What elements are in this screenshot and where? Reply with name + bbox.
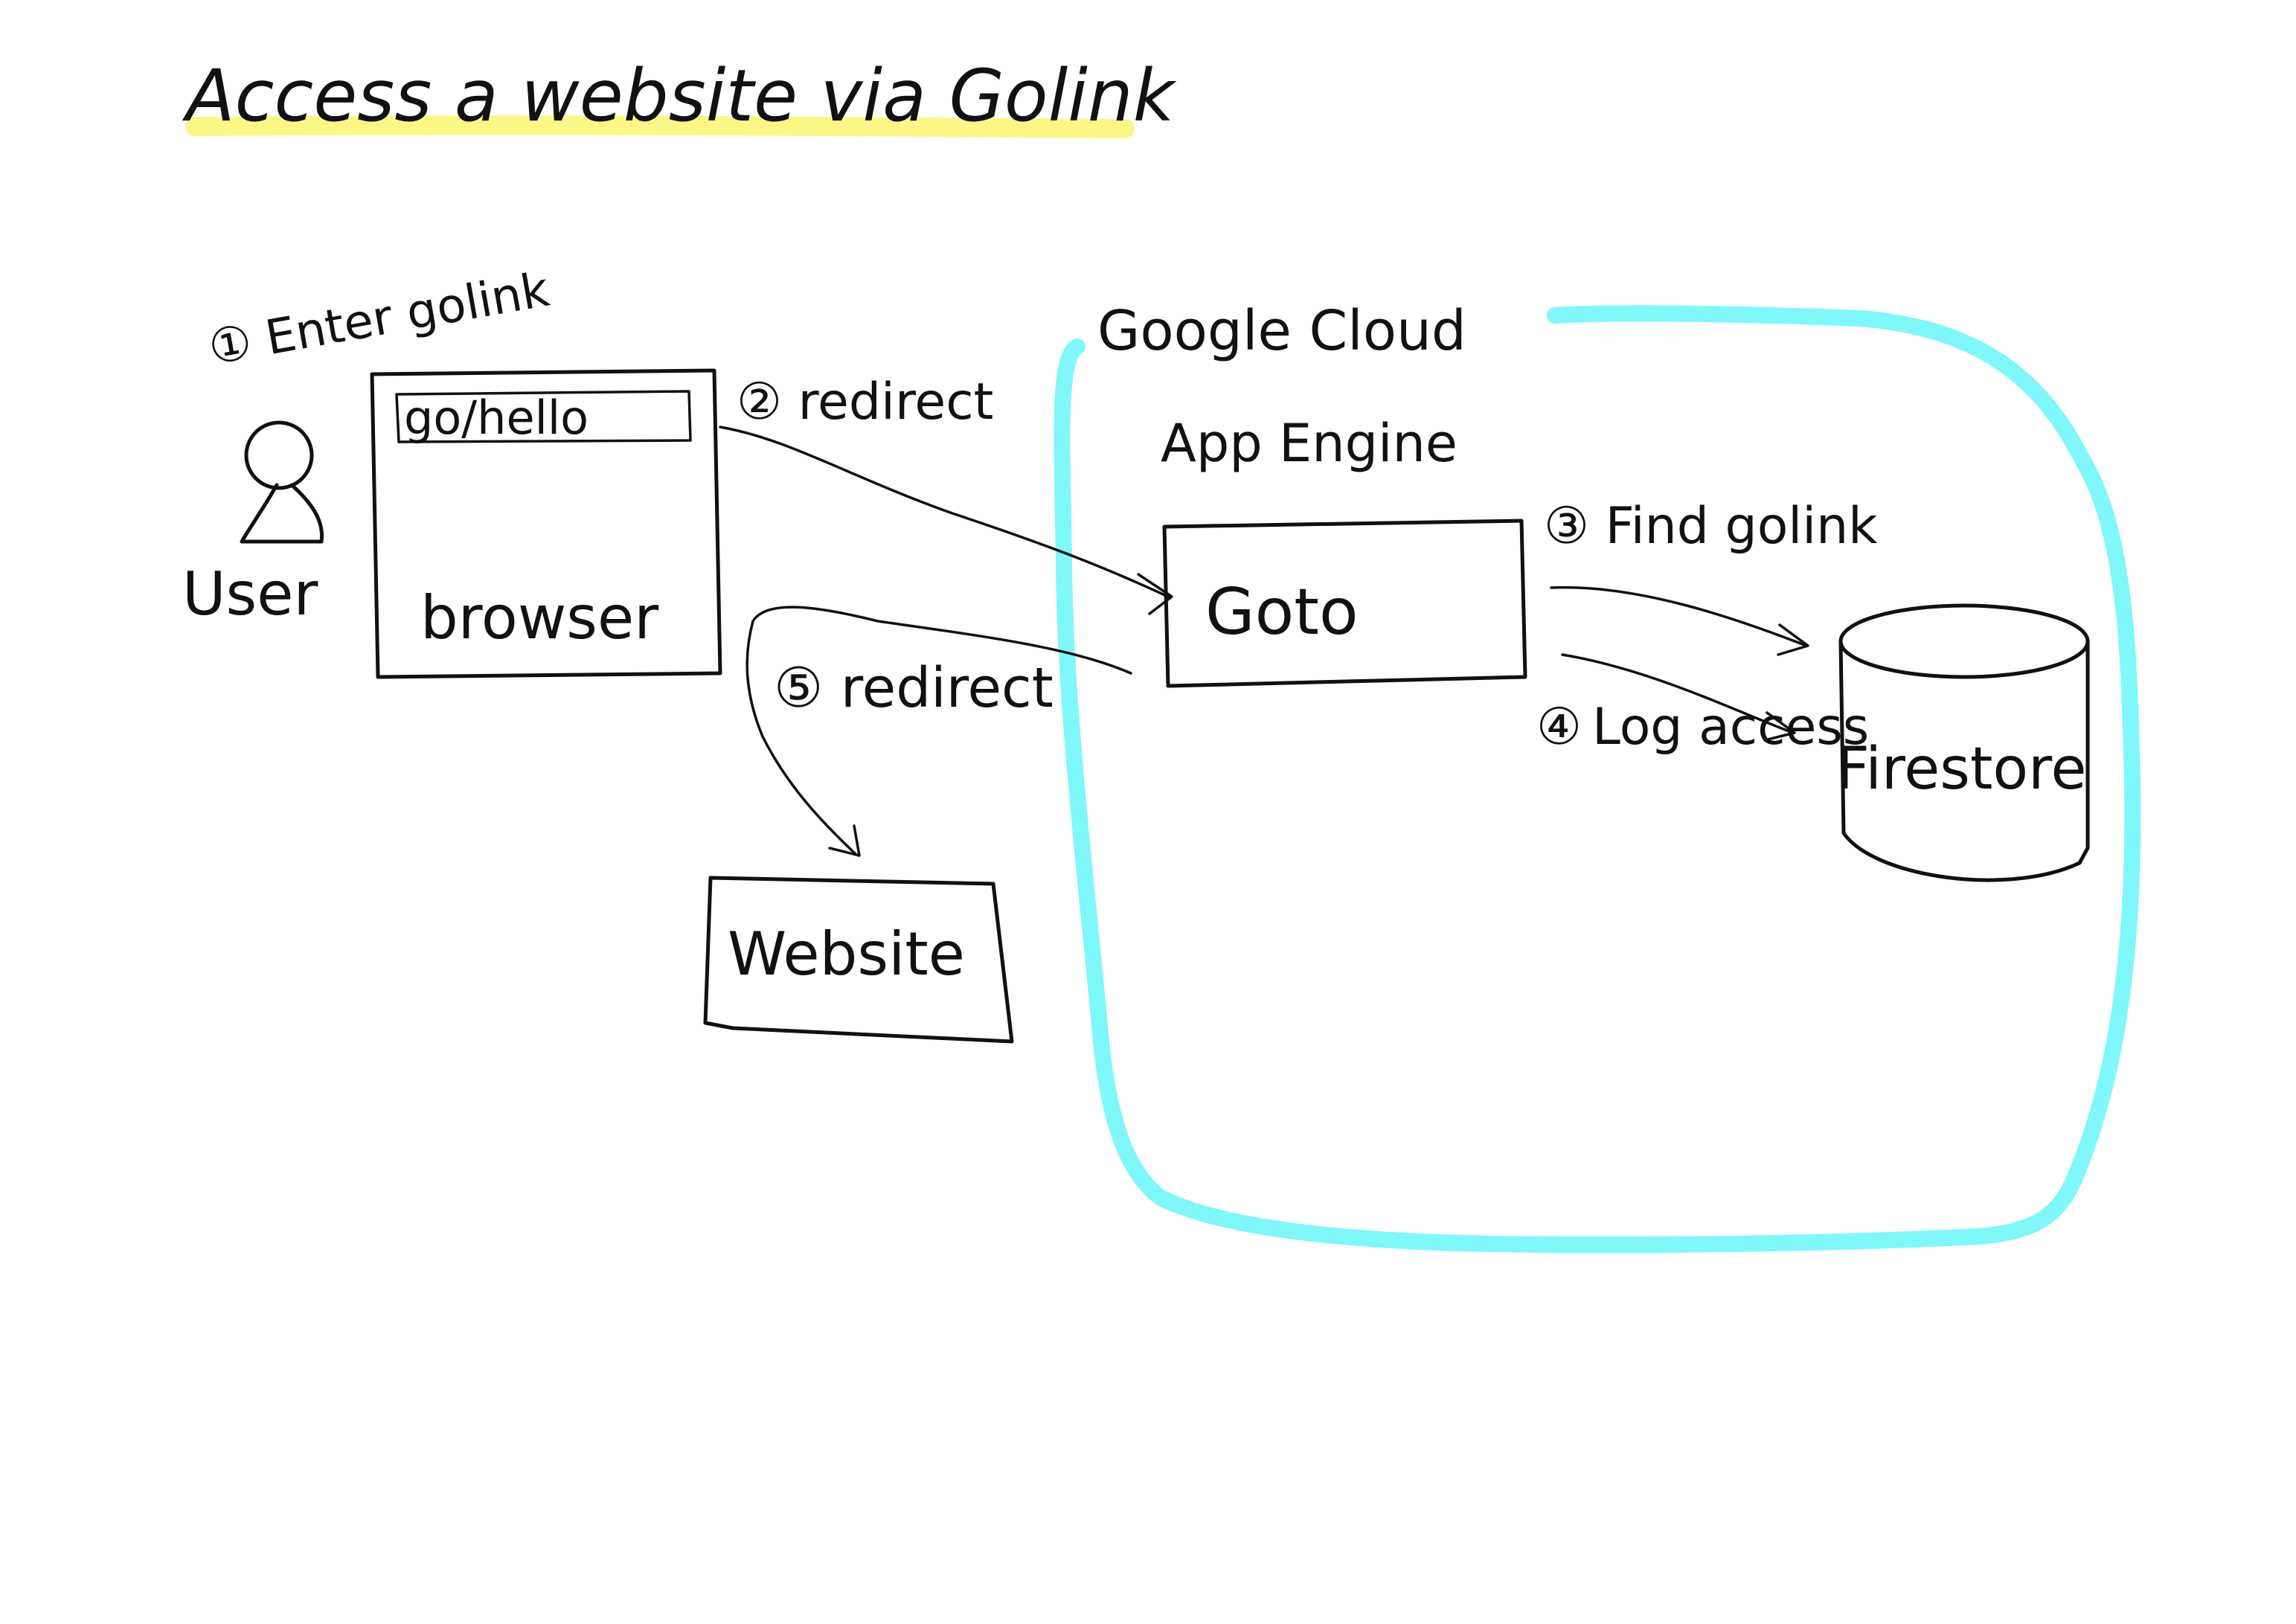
goto-frame (1162, 519, 1527, 688)
step-3-label: ③ Find golink (1544, 497, 1878, 556)
title: Access a website via Golink (182, 54, 1177, 138)
goto-label: Goto (1205, 575, 1359, 649)
arrow-browser-to-goto (719, 426, 1173, 615)
user-actor: User (182, 420, 324, 629)
app-engine-label: App Engine (1161, 413, 1458, 474)
title-highlight (185, 115, 1135, 138)
firestore-label: Firestore (1836, 736, 2087, 803)
step-2-number: ② (737, 373, 782, 431)
user-label: User (182, 559, 318, 629)
step-4-number: ④ (1536, 698, 1582, 757)
page-title: Access a website via Golink (182, 54, 1177, 138)
browser-label: browser (420, 583, 658, 652)
step-1-number: ① (205, 315, 256, 376)
step-5-text: redirect (841, 656, 1054, 720)
step-3-text: Find golink (1606, 497, 1879, 556)
browser-frame (370, 368, 722, 679)
browser-address-bar (395, 390, 692, 443)
arrow-goto-to-firestore-log (1561, 653, 1796, 742)
website-frame (703, 876, 1014, 1044)
browser-window: go/hello browser (370, 368, 722, 679)
database-cylinder-icon (1838, 603, 2090, 882)
step-2-text: redirect (798, 373, 994, 431)
website-box: Website (703, 876, 1014, 1044)
website-label: Website (728, 919, 965, 989)
step-5-label: ⑤ redirect (774, 656, 1054, 720)
step-3-number: ③ (1544, 497, 1589, 556)
step-1-text: Enter golink (261, 263, 553, 367)
google-cloud-boundary (1054, 305, 2141, 1254)
step-2-label: ② redirect (737, 373, 993, 431)
person-icon (240, 420, 324, 544)
firestore-datastore: Firestore (1836, 603, 2090, 882)
browser-address-value: go/hello (404, 391, 589, 445)
step-1-label: ① Enter golink (205, 263, 554, 376)
goto-service-box: Goto (1162, 519, 1527, 688)
arrow-goto-to-firestore-find (1550, 585, 1809, 656)
google-cloud-label: Google Cloud (1097, 299, 1466, 363)
arrow-goto-to-website (745, 606, 1132, 857)
step-5-number: ⑤ (774, 656, 823, 720)
step-4-text: Log access (1592, 698, 1869, 757)
